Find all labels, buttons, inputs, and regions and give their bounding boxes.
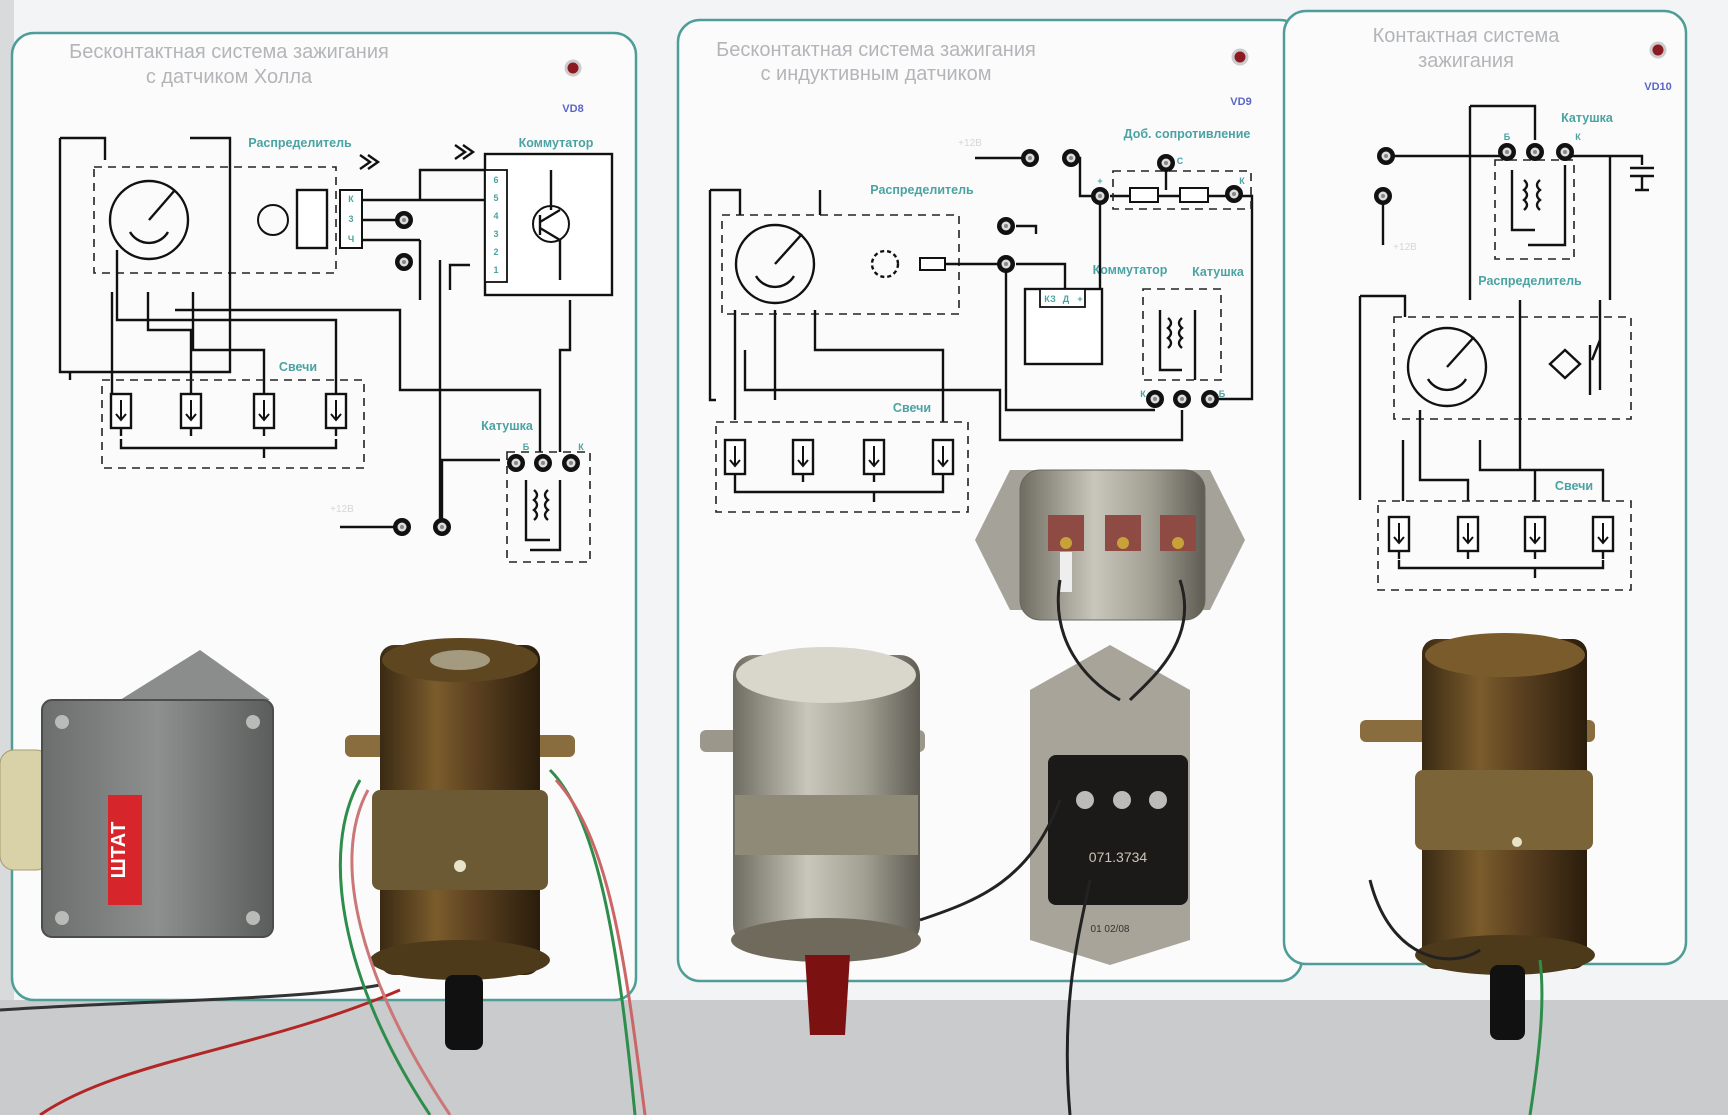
label-coil: Катушка: [481, 419, 534, 433]
coil-pin-label: К: [578, 442, 584, 452]
terminal-socket[interactable]: [1091, 187, 1109, 205]
terminal-socket[interactable]: [1021, 149, 1039, 167]
indicator-led: [564, 59, 582, 77]
label-distributor: Распределитель: [248, 136, 352, 150]
panel-title-line2: зажигания: [1418, 50, 1514, 72]
distributor-symbol: [1406, 326, 1488, 408]
commutator-pin-label: КЗ: [1044, 294, 1056, 304]
indicator-led: [1231, 48, 1249, 66]
schematic-wires: [708, 156, 1254, 513]
terminal-socket[interactable]: [395, 253, 413, 271]
coil-pin-label: Б: [1219, 389, 1226, 399]
label-supply: +12В: [330, 504, 354, 515]
commutator-pin-label: +: [1077, 294, 1082, 304]
terminal-socket[interactable]: [997, 255, 1015, 273]
indicator-label: VD10: [1644, 81, 1672, 93]
resistor-pin-label: С: [1177, 156, 1184, 166]
terminal-socket[interactable]: [433, 518, 451, 536]
additional-resistor-unit: [975, 469, 1245, 621]
stand-base: [0, 1000, 1728, 1115]
schematic-wires: [58, 136, 614, 563]
sensor-pin: Ч: [348, 234, 354, 244]
sensor-pin: 3: [348, 214, 353, 224]
ignition-coil-middle: [700, 647, 925, 1035]
distributor-symbol: [734, 223, 816, 305]
commutator-pin-label: Д: [1063, 294, 1070, 304]
ignition-coil-right: [1360, 633, 1595, 1040]
terminal-socket[interactable]: [1173, 390, 1191, 408]
panel-title-line1: Бесконтактная система зажигания: [69, 41, 389, 63]
commutator-pin: 6: [493, 175, 498, 185]
commutator-pin: 4: [493, 211, 498, 221]
terminal-socket[interactable]: [1157, 154, 1175, 172]
resistor-pin-label: К: [1239, 176, 1245, 186]
distributor-symbol: [108, 179, 190, 261]
hall-commutator-unit: ШТАТ: [0, 650, 274, 938]
label-resistor: Доб. сопротивление: [1124, 127, 1251, 141]
terminal-socket[interactable]: [1225, 185, 1243, 203]
sensor-pin: К: [348, 194, 354, 204]
terminal-socket[interactable]: [1377, 147, 1395, 165]
terminal-socket[interactable]: [507, 454, 525, 472]
inductive-commutator-unit: 071.3734 01 02/08: [1030, 645, 1190, 965]
commutator-plate-marking: 01 02/08: [1091, 924, 1130, 935]
panel-title-line2: с индуктивным датчиком: [760, 63, 991, 85]
panel-title-line2: с датчиком Холла: [146, 66, 313, 88]
label-plugs: Свечи: [1555, 479, 1593, 493]
sensor-pin-labels: К 3 Ч: [348, 194, 354, 244]
coil-pin-label: К: [1140, 389, 1146, 399]
label-commutator: Коммутатор: [519, 136, 594, 150]
label-commutator: Коммутатор: [1093, 263, 1168, 277]
label-plugs: Свечи: [893, 401, 931, 415]
commutator-pin: 1: [493, 265, 498, 275]
brand-text: ШТАТ: [108, 822, 130, 879]
terminal-socket[interactable]: [562, 454, 580, 472]
coil-pin-label: К: [1575, 132, 1581, 142]
terminal-socket[interactable]: [1146, 390, 1164, 408]
commutator-model: 071.3734: [1089, 849, 1148, 865]
commutator-pin: 2: [493, 247, 498, 257]
panel-title-line1: Контактная система: [1373, 25, 1561, 47]
terminal-socket[interactable]: [1201, 390, 1219, 408]
label-distributor: Распределитель: [1478, 274, 1582, 288]
label-coil: Катушка: [1192, 265, 1245, 279]
indicator-label: VD9: [1230, 96, 1251, 108]
brand-label: [108, 795, 142, 905]
label-coil: Катушка: [1561, 111, 1614, 125]
label-plugs: Свечи: [279, 360, 317, 374]
resistor-pin-label: +: [1097, 176, 1102, 186]
connection-wires: [0, 579, 1544, 1115]
terminal-socket[interactable]: [1526, 143, 1544, 161]
terminal-socket[interactable]: [393, 518, 411, 536]
terminal-socket[interactable]: [534, 454, 552, 472]
coil-pin-label: Б: [523, 442, 530, 452]
indicator-label: VD8: [562, 103, 583, 115]
label-supply: +12В: [1393, 242, 1417, 253]
commutator-pin-labels: 6 5 4 3 2 1: [493, 175, 498, 275]
terminal-socket[interactable]: [1374, 187, 1392, 205]
terminal-socket[interactable]: [395, 211, 413, 229]
indicator-led: [1649, 41, 1667, 59]
terminal-socket[interactable]: [1062, 149, 1080, 167]
terminal-socket[interactable]: [1556, 143, 1574, 161]
terminal-socket[interactable]: [1498, 143, 1516, 161]
terminal-socket[interactable]: [997, 217, 1015, 235]
label-distributor: Распределитель: [870, 183, 974, 197]
panel-title-line1: Бесконтактная система зажигания: [716, 39, 1036, 61]
commutator-pin: 5: [493, 193, 498, 203]
commutator-pin: 3: [493, 229, 498, 239]
schematic-wires: [1358, 104, 1654, 591]
label-supply: +12В: [958, 138, 982, 149]
coil-pin-label: Б: [1504, 132, 1511, 142]
ignition-coil-left: [345, 638, 575, 1050]
